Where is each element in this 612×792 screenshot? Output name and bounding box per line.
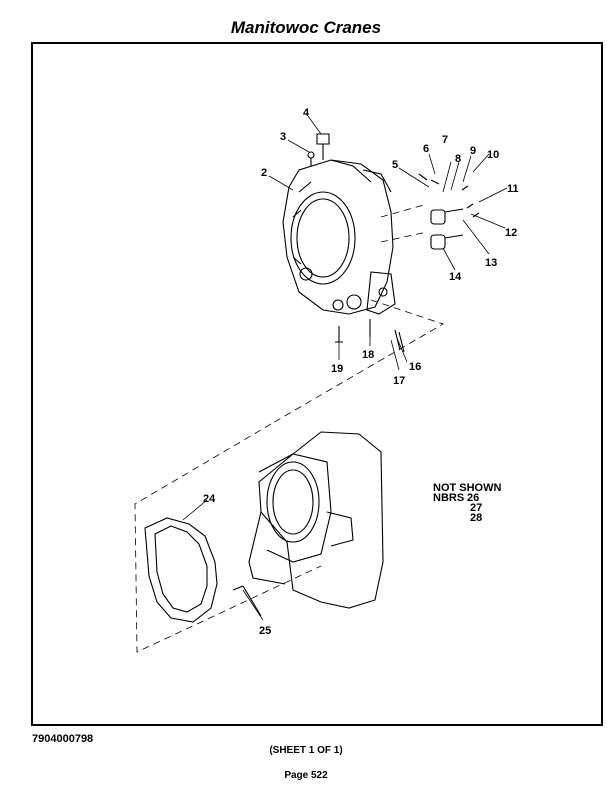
page-number: Page 522	[284, 770, 328, 781]
housing-bore	[290, 191, 356, 285]
exploded-parts-drawing: 2 3 4 5 6 7 8 9 10 11 12 13 14 16 17 18 …	[134, 107, 519, 653]
callout-17: 17	[393, 375, 405, 387]
document-number: 7904000798	[32, 733, 94, 745]
callout-11: 11	[507, 183, 519, 195]
callout-10: 10	[487, 149, 499, 161]
bolt-4	[316, 133, 330, 160]
callout-4: 4	[303, 107, 310, 119]
page-title: Manitowoc Cranes	[230, 18, 382, 37]
not-shown-nbrs-label: NBRS	[433, 492, 464, 504]
callout-labels: 2 3 4 5 6 7 8 9 10 11 12 13 14 16 17 18 …	[203, 107, 519, 637]
bell-housing	[258, 431, 384, 609]
callout-24: 24	[203, 493, 216, 505]
callout-18: 18	[362, 349, 374, 361]
callout-7: 7	[442, 134, 448, 146]
callout-19: 19	[331, 363, 343, 375]
sheet-label: (SHEET 1 OF 1)	[269, 745, 343, 756]
callout-8: 8	[455, 153, 461, 165]
callout-6: 6	[423, 143, 429, 155]
callout-12: 12	[505, 227, 517, 239]
drawing-frame	[31, 42, 603, 726]
callout-25: 25	[259, 625, 271, 637]
callout-5: 5	[392, 159, 398, 171]
not-shown-heading: NOT SHOWN	[433, 482, 501, 494]
not-shown-number-28: 28	[470, 512, 482, 524]
callout-14: 14	[449, 271, 462, 283]
transmission-housing	[282, 159, 394, 315]
callout-3: 3	[280, 131, 286, 143]
gasket-24	[144, 517, 218, 623]
not-shown-number-26: 26	[467, 492, 479, 504]
callout-2: 2	[261, 167, 267, 179]
not-shown-note: NOT SHOWN NBRS 26 27 28	[433, 482, 501, 524]
callout-16: 16	[409, 361, 421, 373]
not-shown-number-27: 27	[470, 502, 482, 514]
pin-25	[232, 585, 262, 617]
callout-13: 13	[485, 257, 497, 269]
callout-9: 9	[470, 145, 476, 157]
